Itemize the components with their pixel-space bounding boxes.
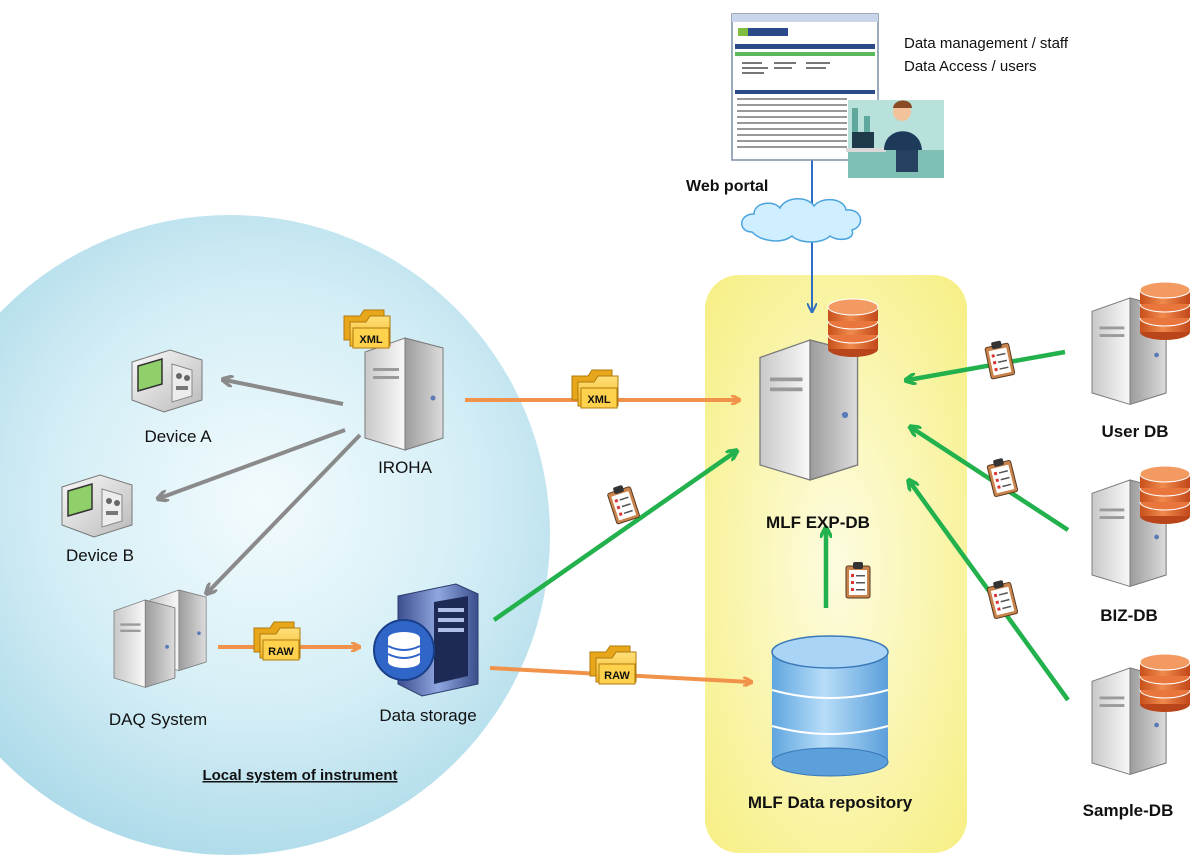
clipboard-icon [985, 577, 1019, 620]
raw-folder-icon: RAW [253, 621, 301, 661]
clipboard-icon [605, 482, 641, 525]
data-repository-icon [771, 635, 889, 777]
biz-db-server-icon [1091, 465, 1191, 587]
sample-db-label: Sample-DB [1083, 801, 1174, 820]
xml-folder-icon: XML [343, 309, 391, 349]
clipboard-icon [983, 338, 1016, 380]
xml-transfer-folder-icon: XML [571, 369, 619, 409]
device-a-label: Device A [144, 427, 212, 446]
device-b-icon [61, 474, 133, 538]
iroha-label: IROHA [378, 458, 433, 477]
user-db-label: User DB [1101, 422, 1168, 441]
data-storage-icon [373, 583, 479, 697]
data-storage-label: Data storage [379, 706, 476, 725]
exp-db-label: MLF EXP-DB [766, 513, 870, 532]
staff-role-label: Data management / staff [904, 35, 1069, 52]
xml-tag-label: XML [359, 334, 383, 346]
local-system-title: Local system of instrument [202, 767, 397, 784]
clipboard-icon [845, 561, 871, 599]
sample-db-server-icon [1091, 653, 1191, 775]
xml-transfer-tag-label: XML [587, 394, 611, 406]
device-b-label: Device B [66, 546, 134, 565]
users-role-label: Data Access / users [904, 58, 1037, 75]
iroha-control-arrows [160, 380, 362, 592]
cloud-icon [741, 198, 862, 243]
raw-transfer-folder-icon: RAW [589, 645, 637, 685]
biz-db-label: BIZ-DB [1100, 606, 1158, 625]
raw-transfer-tag-label: RAW [604, 670, 630, 682]
user-db-server-icon [1091, 281, 1191, 405]
clipboard-icon [985, 455, 1019, 498]
daq-system-label: DAQ System [109, 710, 207, 729]
device-a-icon [131, 349, 203, 413]
user-at-desk-icon [846, 100, 944, 178]
local-system-region [0, 215, 550, 855]
raw-tag-label: RAW [268, 646, 294, 658]
web-portal-label: Web portal [686, 178, 768, 195]
data-repository-label: MLF Data repository [748, 793, 913, 812]
iroha-server-icon [364, 337, 444, 451]
